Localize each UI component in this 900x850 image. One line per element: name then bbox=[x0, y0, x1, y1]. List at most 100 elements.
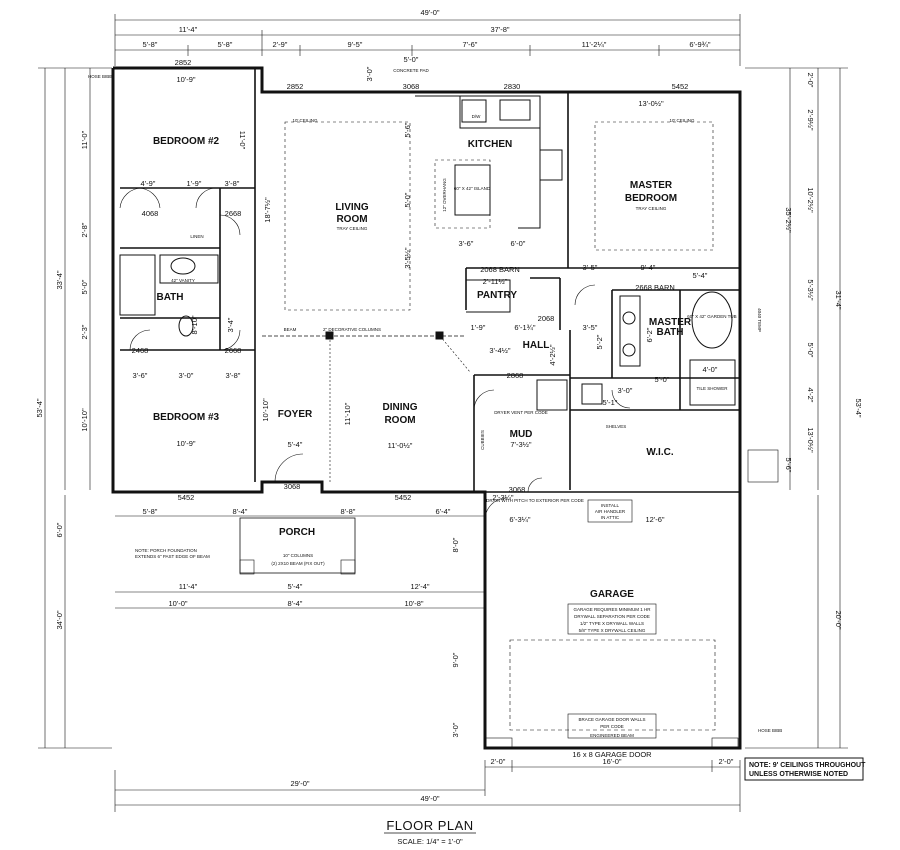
kitchen-dim-7: 6'-1¾" bbox=[514, 323, 536, 332]
door-3068-garage: 3068 bbox=[509, 485, 526, 494]
dim-r1: 2'-0" bbox=[806, 73, 815, 88]
window-5452-master: 5452 bbox=[672, 82, 689, 91]
island-label: 60" X 42" ISLAND bbox=[454, 186, 491, 191]
bed-dim-34: 3'-4" bbox=[226, 317, 235, 332]
tile-shower: TILE SHOWER bbox=[696, 386, 728, 391]
concrete-pad: CONCRETE PAD bbox=[393, 68, 429, 73]
engineered-beam: ENGINEERED BEAM bbox=[590, 733, 634, 738]
porch-note-1: NOTE: PORCH FOUNDATION bbox=[135, 548, 197, 553]
hose-bibb-left: HOSE BIBB bbox=[88, 74, 112, 79]
mb-dim-8: 3'-0" bbox=[618, 386, 633, 395]
room-foyer: FOYER bbox=[278, 409, 313, 420]
mud-width: 6'-3¼" bbox=[509, 515, 531, 524]
kitchen-dim-2: 5'-0" bbox=[403, 192, 412, 207]
bed-dim-49: 4'-9" bbox=[141, 179, 156, 188]
brace-note-2: PER CODE bbox=[600, 724, 624, 729]
window-2852-bed2: 2852 bbox=[175, 58, 192, 67]
plan-title: FLOOR PLAN bbox=[386, 818, 473, 833]
column-left bbox=[325, 331, 334, 340]
linen-label: LINEN bbox=[190, 234, 203, 239]
room-dining-2: ROOM bbox=[384, 415, 415, 426]
garage-8: 8'-0" bbox=[451, 537, 460, 552]
mb-dim-3: 5'-4" bbox=[693, 271, 708, 280]
dim-r5: 5'-0" bbox=[806, 343, 815, 358]
dim-l1: 11'-0" bbox=[80, 130, 89, 149]
dim-t2: 5'-8" bbox=[218, 40, 233, 49]
bed3-width: 10'-9" bbox=[176, 439, 195, 448]
mud-height: 7'-3½" bbox=[510, 440, 532, 449]
dim-r4: 5'-3½" bbox=[806, 279, 815, 301]
bottom-r4: 6'-4" bbox=[436, 507, 451, 516]
hall-height: 4'-2½" bbox=[548, 344, 557, 366]
bed-dim-38: 3'-8" bbox=[225, 179, 240, 188]
door-2068-barn: 2068 BARN bbox=[480, 265, 520, 274]
porch-w3: 12'-4" bbox=[410, 582, 429, 591]
garage-3: 3'-0" bbox=[451, 722, 460, 737]
mb-dim-9: 5'-1" bbox=[603, 398, 618, 407]
dim-right-total: 53'-4" bbox=[854, 398, 863, 417]
pad-width: 5'-0" bbox=[404, 55, 419, 64]
ceiling-note-2: UNLESS OTHERWISE NOTED bbox=[749, 771, 848, 778]
pad-height: 3'-0" bbox=[365, 66, 374, 81]
dim-t6: 11'-2¼" bbox=[582, 40, 607, 49]
mb-dim-6: 6'-2" bbox=[645, 327, 654, 342]
dim-b3: 2'-0" bbox=[719, 757, 734, 766]
room-living: LIVING bbox=[335, 202, 369, 213]
bed-dim-38b: 3'-8" bbox=[226, 371, 241, 380]
garage-width: 12'-6" bbox=[645, 515, 664, 524]
bed-dim-36: 3'-6" bbox=[133, 371, 148, 380]
brace-note-1: BRACE GARAGE DOOR WALLS bbox=[578, 717, 645, 722]
foyer-width: 5'-4" bbox=[288, 440, 303, 449]
bottom-dimension-lines bbox=[114, 515, 741, 812]
door-2668-bed2: 2668 bbox=[225, 209, 242, 218]
bed-dim-30: 3'-0" bbox=[179, 371, 194, 380]
dim-t4: 9'-5" bbox=[348, 40, 363, 49]
room-hall: HALL bbox=[523, 340, 550, 351]
shelves-label: SHELVES bbox=[606, 424, 626, 429]
bed-dim-810: 8'-10" bbox=[190, 315, 199, 334]
porch-note-2: EXTENDS 6" PAST EDGE OF BEAM bbox=[135, 554, 210, 559]
top-dimension-lines bbox=[114, 14, 741, 66]
dim-overall-bottom: 49'-0" bbox=[420, 794, 439, 803]
bottom-r3: 8'-8" bbox=[341, 507, 356, 516]
window-5452-bed3: 5452 bbox=[178, 493, 195, 502]
interior-walls bbox=[120, 68, 740, 493]
dim-r6: 4'-2" bbox=[806, 388, 815, 403]
mb-dim-5: 5'-2" bbox=[595, 334, 604, 349]
kitchen-dim-3: 3'-6" bbox=[459, 239, 474, 248]
attic-note-1: INSTALL bbox=[601, 503, 619, 508]
garage-note-1: GARAGE REQUIRES MINIMUM 1 HR bbox=[573, 607, 651, 612]
beam-label: BEAM bbox=[284, 327, 297, 332]
room-pantry: PANTRY bbox=[477, 290, 517, 301]
dim-r7: 13'-0½" bbox=[806, 427, 815, 453]
room-mud: MUD bbox=[510, 429, 533, 440]
door-2868: 2868 bbox=[507, 371, 524, 380]
garage-note-3: 1/2" TYPE X DRYWALL WALLS bbox=[580, 621, 644, 626]
mb-dim-1: 3'-5" bbox=[583, 263, 598, 272]
porch-columns: 10" COLUMNS bbox=[283, 553, 313, 558]
dim-l2: 2'-8" bbox=[80, 222, 89, 237]
bottom-r2: 8'-4" bbox=[233, 507, 248, 516]
porch-w2: 5'-4" bbox=[288, 582, 303, 591]
dim-r2: 2'-9½" bbox=[806, 109, 815, 131]
room-living-2: ROOM bbox=[336, 214, 367, 225]
window-5452-dining: 5452 bbox=[395, 493, 412, 502]
window-2852-living: 2852 bbox=[287, 82, 304, 91]
dim-r3: 10'-2½" bbox=[806, 187, 815, 213]
mb-dim-4: 3'-5" bbox=[583, 323, 598, 332]
dim-overall-top: 49'-0" bbox=[420, 8, 439, 17]
room-garage: GARAGE bbox=[590, 589, 634, 600]
dim-r9: 35'-2½" bbox=[784, 207, 793, 233]
room-master-2: BEDROOM bbox=[625, 193, 677, 204]
dim-t5: 7'-6" bbox=[463, 40, 478, 49]
master-ceiling: TRAY CEILING bbox=[636, 206, 667, 211]
dim-top-left: 11'-4" bbox=[179, 25, 198, 34]
dim-t3: 2'-9" bbox=[273, 40, 288, 49]
door-2068: 2068 bbox=[538, 314, 555, 323]
room-bath: BATH bbox=[156, 292, 183, 303]
column-right bbox=[435, 331, 444, 340]
living-ceiling: TRAY CEILING bbox=[337, 226, 368, 231]
dim-t7: 6'-9¾" bbox=[689, 40, 711, 49]
attic-note-3: IN ATTIC bbox=[601, 515, 620, 520]
